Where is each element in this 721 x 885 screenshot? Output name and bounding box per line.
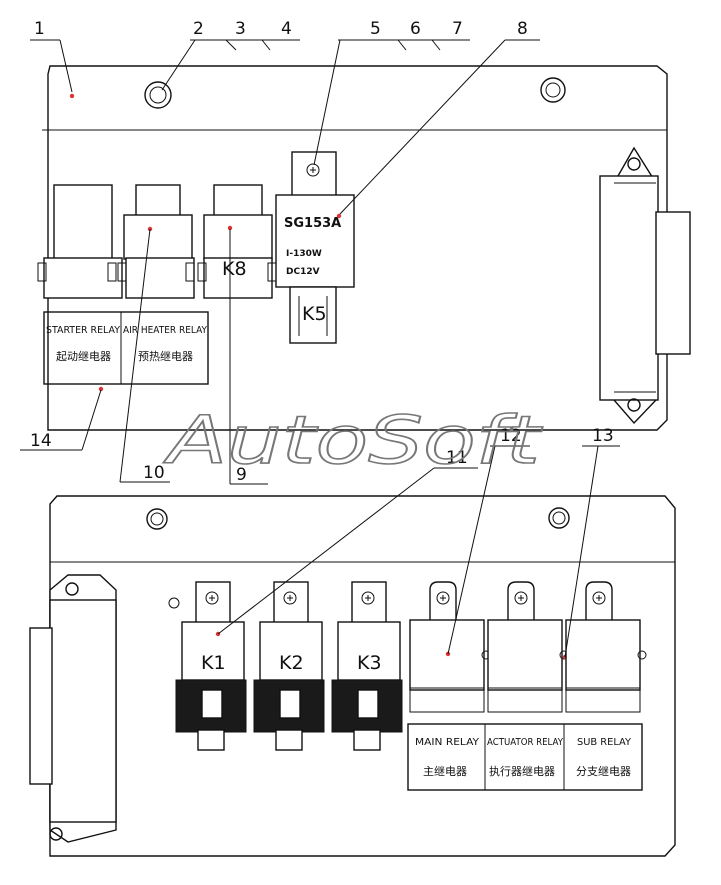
callout-8: 8 xyxy=(517,19,528,39)
main-relay-label: MAIN RELAY xyxy=(415,737,480,748)
relay-k5: SG153A I-130W DC12V K5 xyxy=(275,151,355,344)
actuator-relay-cn-label: 执行器继电器 xyxy=(489,764,555,778)
callout-5: 5 xyxy=(370,19,381,39)
callout-4: 4 xyxy=(281,19,292,39)
top-left-bolt xyxy=(144,81,172,109)
callout-10: 10 xyxy=(143,463,165,483)
air-heater-relay-cn-label: 预热继电器 xyxy=(138,350,193,363)
relay-k5-label: K5 xyxy=(302,303,327,325)
callout-leaders xyxy=(20,39,620,658)
actuator-relay xyxy=(487,581,569,713)
relay-k3-label: K3 xyxy=(357,652,382,674)
callout-14: 14 xyxy=(30,431,52,451)
callout-1: 1 xyxy=(34,19,45,39)
callout-7: 7 xyxy=(452,19,463,39)
starter-relay-connector xyxy=(37,184,123,299)
relay-k2: K2 xyxy=(253,581,325,751)
bottom-left-bolt xyxy=(146,508,168,530)
relay-k8-label: K8 xyxy=(222,258,247,280)
callout-12: 12 xyxy=(500,426,522,446)
sub-relay xyxy=(565,581,647,713)
main-relay xyxy=(409,581,491,713)
bottom-left-side-connector xyxy=(29,574,117,843)
actuator-relay-label: ACTUATOR RELAY xyxy=(487,737,564,748)
air-heater-relay-label: AIR HEATER RELAY xyxy=(123,325,208,336)
k5-power-label: I-130W xyxy=(286,249,322,259)
top-right-side-connector xyxy=(599,146,691,425)
callout-3: 3 xyxy=(235,19,246,39)
callout-11: 11 xyxy=(446,448,468,468)
callout-9: 9 xyxy=(236,465,247,485)
top-right-bolt xyxy=(540,77,566,103)
air-heater-relay-connector xyxy=(117,184,195,299)
sub-relay-cn-label: 分支继电器 xyxy=(576,765,631,778)
bottom-right-bolt xyxy=(548,507,570,529)
relay-k1: K1 xyxy=(175,581,247,751)
k5-voltage-label: DC12V xyxy=(286,267,320,277)
bottom-label-plate: MAIN RELAY 主继电器 ACTUATOR RELAY 执行器继电器 SU… xyxy=(407,723,643,791)
callout-6: 6 xyxy=(410,19,421,39)
main-relay-cn-label: 主继电器 xyxy=(423,765,467,778)
watermark: AutoSoft xyxy=(163,402,543,479)
callout-2: 2 xyxy=(193,19,204,39)
sub-relay-label: SUB RELAY xyxy=(577,737,632,748)
top-label-plate: STARTER RELAY 起动继电器 AIR HEATER RELAY 预热继… xyxy=(43,311,209,392)
starter-relay-label: STARTER RELAY xyxy=(46,325,121,336)
relay-k8: K8 xyxy=(197,184,277,299)
relay-k1-label: K1 xyxy=(201,652,226,674)
starter-relay-cn-label: 起动继电器 xyxy=(56,350,111,363)
bottom-panel: K1 K2 K3 xyxy=(29,495,676,857)
k5-model-label: SG153A xyxy=(284,216,341,231)
top-panel: K8 SG153A I-130W DC12V K5 xyxy=(37,65,691,431)
relay-k2-label: K2 xyxy=(279,652,304,674)
callout-numbers: 1 2 3 4 5 6 7 8 9 10 11 12 13 14 xyxy=(30,19,614,485)
relay-k3: K3 xyxy=(331,581,403,751)
callout-13: 13 xyxy=(592,426,614,446)
